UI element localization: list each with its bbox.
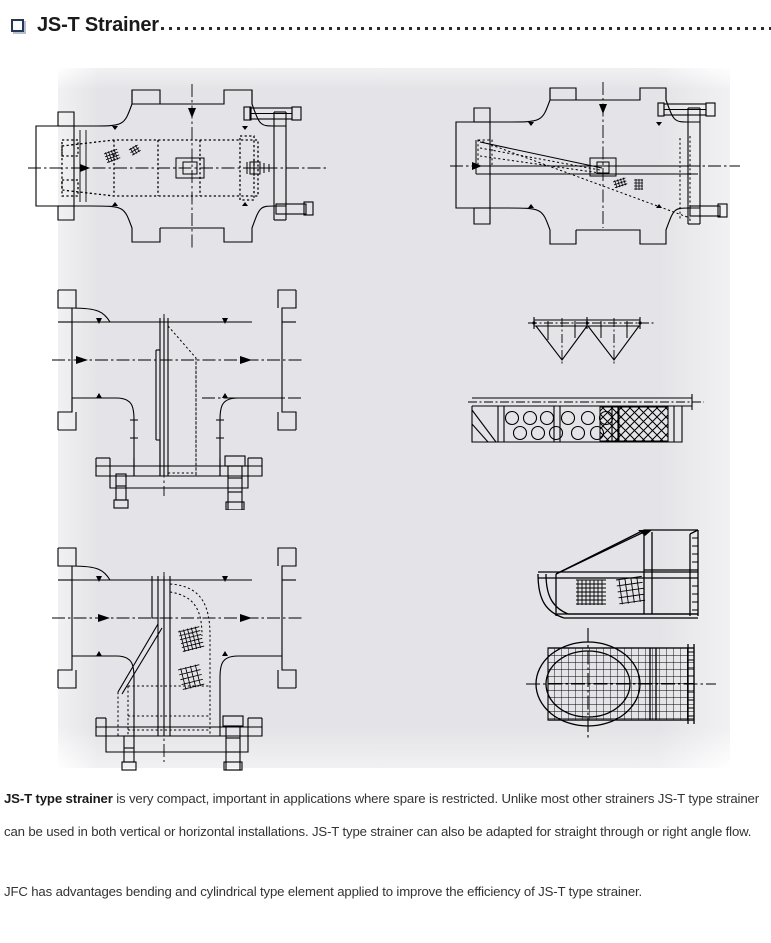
body-paragraph-2: JFC has advantages bending and cylindric…: [4, 884, 643, 899]
middle-left-section-view: [52, 280, 302, 510]
body-paragraph-1-rest: is very compact, important in applicatio…: [4, 791, 759, 839]
top-left-section-view: [28, 78, 328, 268]
body-paragraph-1: JS-T type strainer is very compact, impo…: [0, 782, 771, 848]
bottom-right-basket-endview: [526, 620, 716, 740]
dotted-leader-line: [160, 15, 771, 35]
middle-right-element-elevation: [468, 390, 708, 450]
technical-drawing-panel: [0, 58, 771, 780]
square-bullet-icon: [11, 18, 24, 32]
page-header: JS-T Strainer: [0, 0, 771, 50]
top-right-section-view: [450, 78, 740, 268]
bottom-right-basket-isometric: [512, 508, 712, 628]
body-text-block: JS-T type strainer is very compact, impo…: [0, 782, 771, 908]
bottom-left-section-view: [52, 540, 302, 780]
page-title: JS-T Strainer: [37, 13, 159, 36]
middle-right-cone-detail: [528, 310, 658, 370]
body-paragraph-1-lead: JS-T type strainer: [4, 791, 113, 806]
